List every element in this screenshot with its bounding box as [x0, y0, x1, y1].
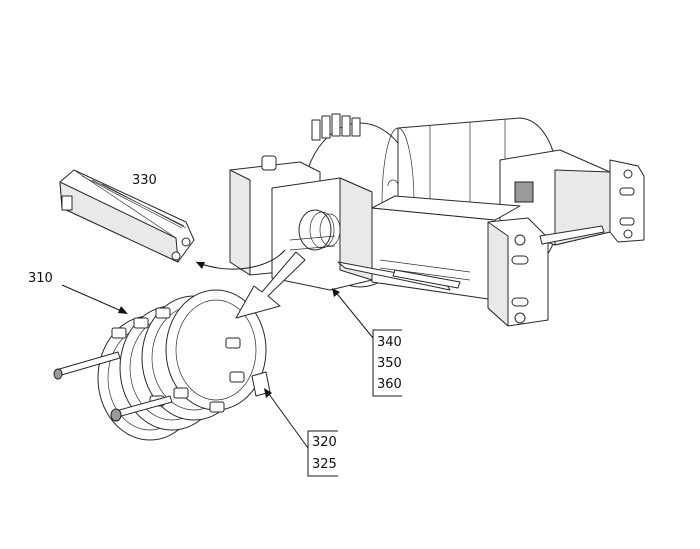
component-310-ring-assembly	[53, 289, 271, 441]
rear-end-plate	[609, 159, 645, 243]
leader-lines	[61, 249, 374, 449]
explode-arrow	[235, 251, 306, 319]
lifting-hook	[387, 179, 399, 187]
label-box-320-325	[307, 430, 338, 477]
front-end-plate	[487, 217, 549, 327]
slip-ring-mount	[289, 209, 341, 251]
label-320: 320	[312, 435, 337, 450]
label-360: 360	[377, 377, 402, 392]
component-330-housing	[59, 169, 195, 263]
label-box-340-360	[372, 329, 402, 397]
label-325: 325	[312, 457, 337, 472]
top-connectors	[311, 113, 361, 141]
label-310: 310	[28, 271, 53, 286]
side-rail	[539, 225, 605, 245]
label-340: 340	[377, 335, 402, 350]
main-machine-assembly	[229, 113, 645, 327]
label-350: 350	[377, 356, 402, 371]
label-330: 330	[132, 173, 157, 188]
